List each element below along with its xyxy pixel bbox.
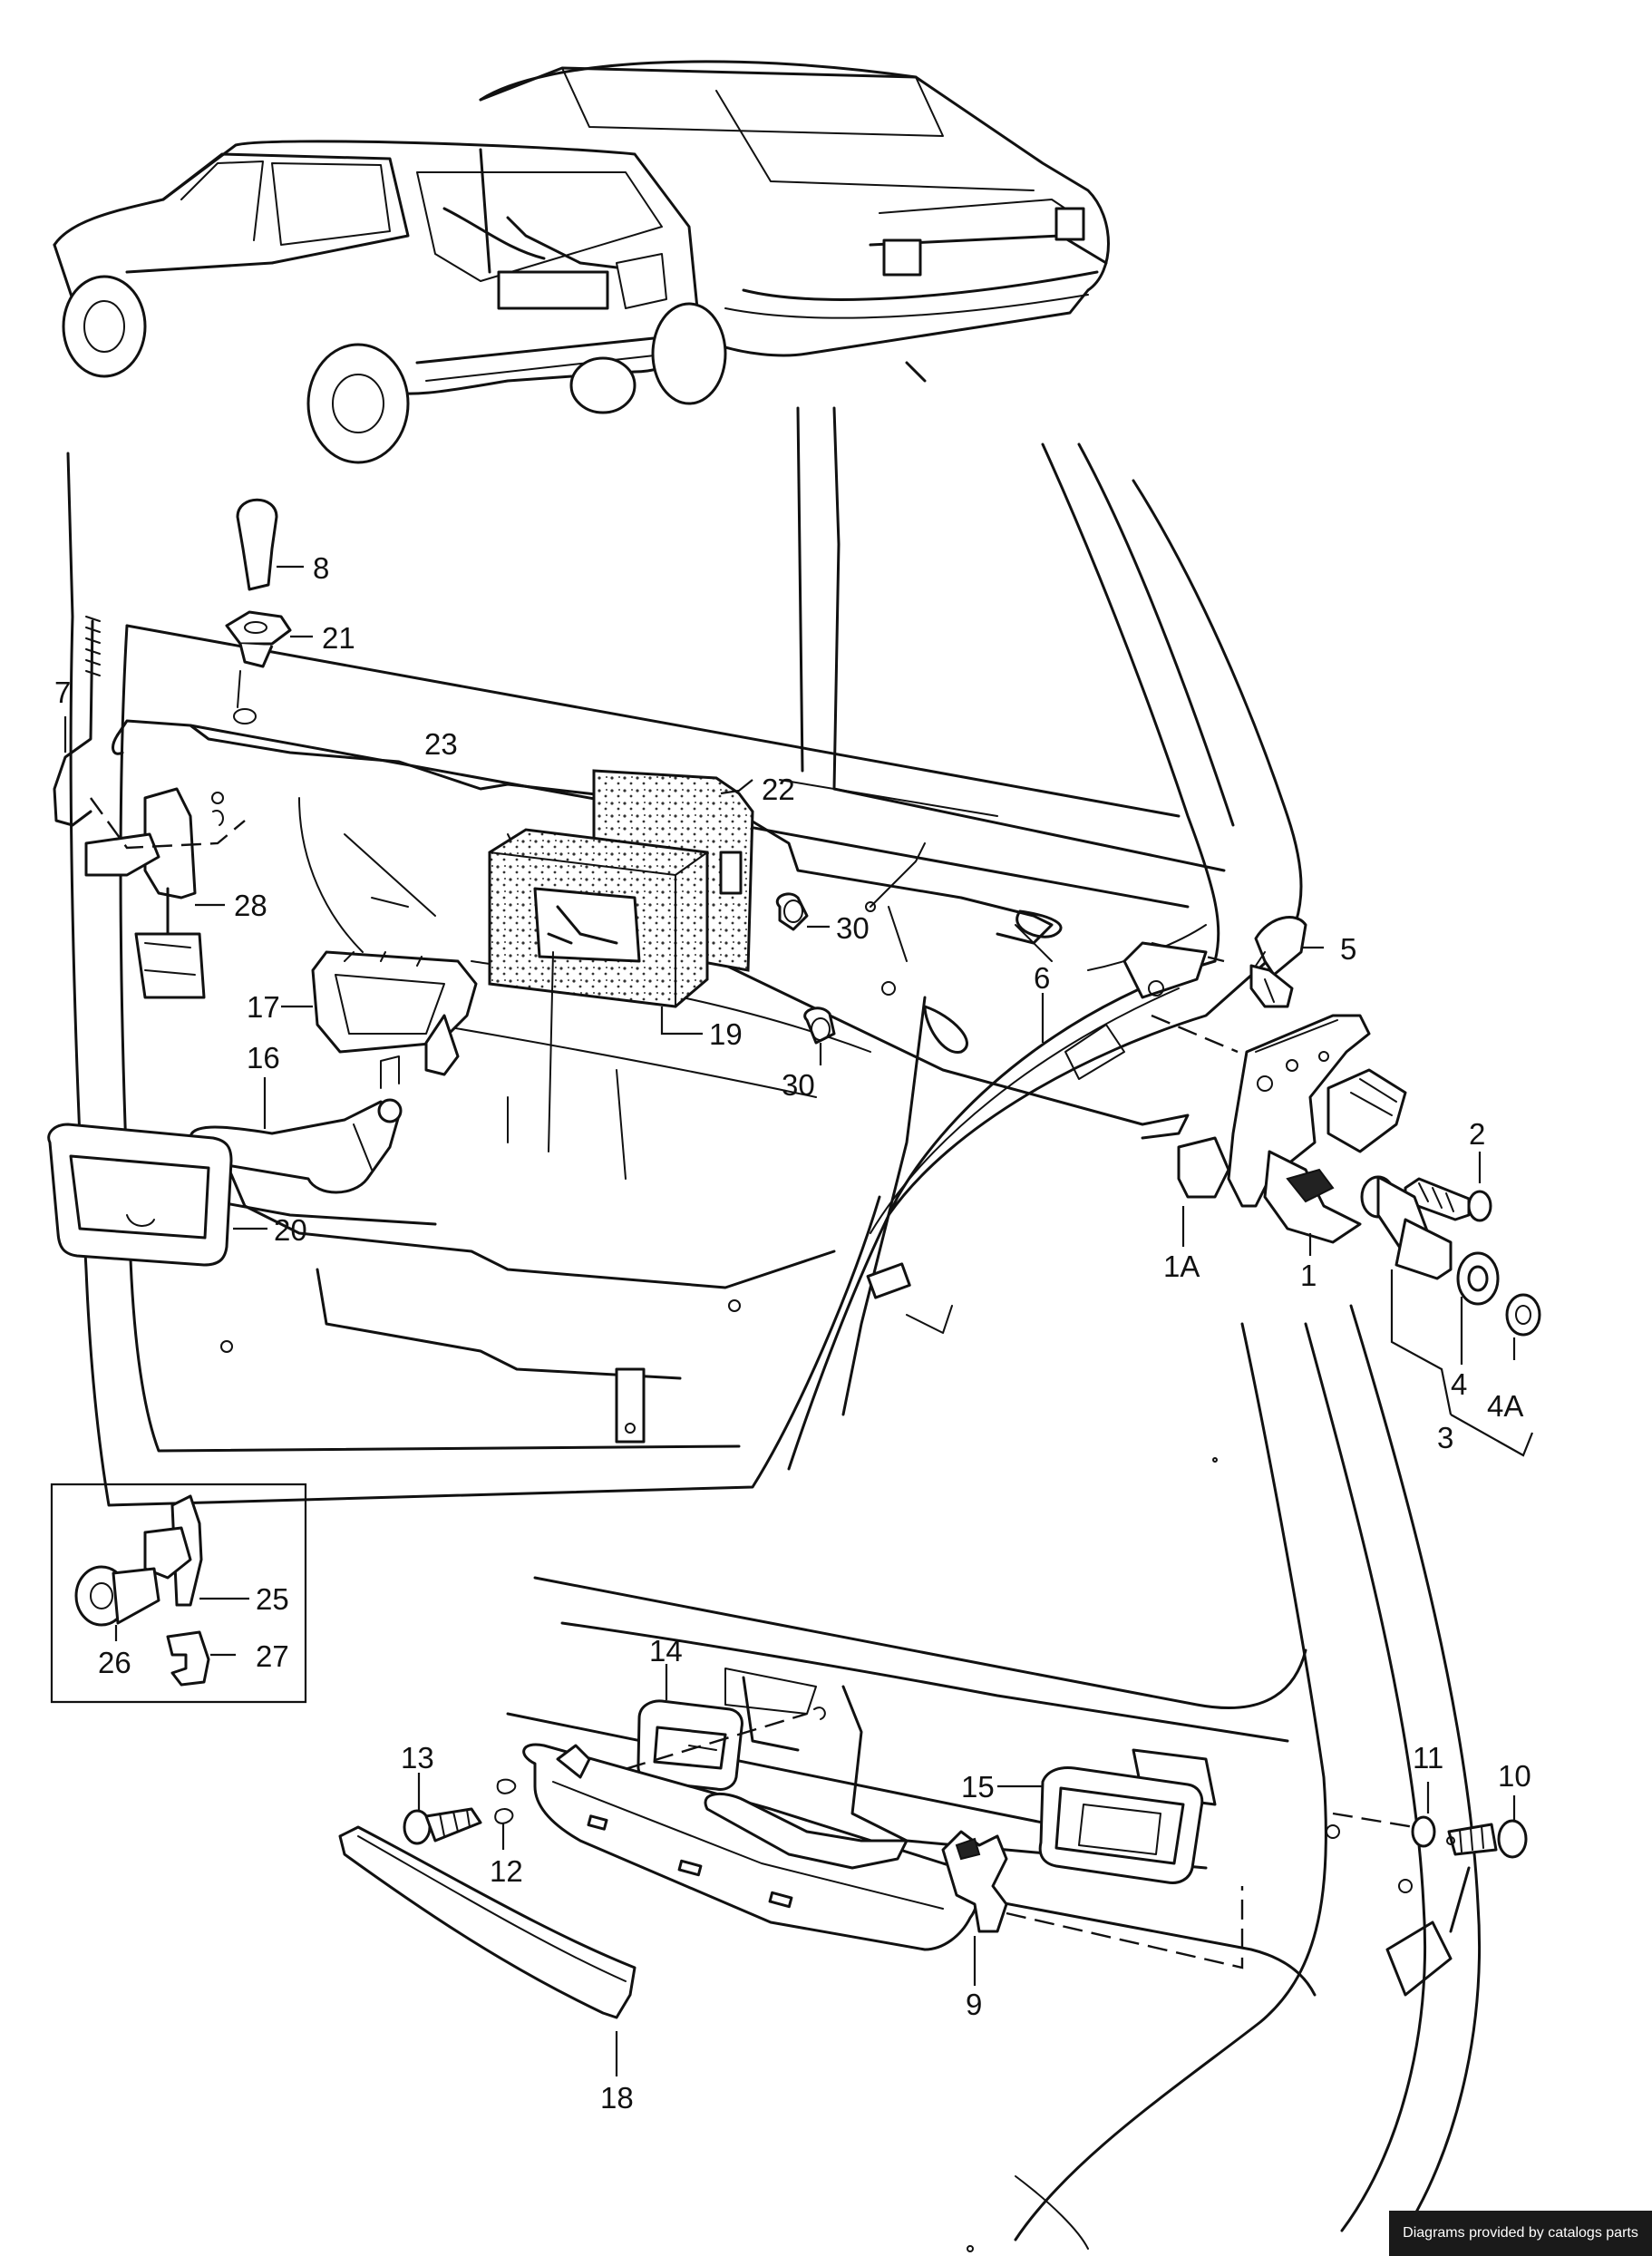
callout-18: 18 — [600, 2081, 634, 2115]
callout-21: 21 — [322, 621, 355, 655]
callout-1A: 1A — [1163, 1250, 1200, 1283]
part-30-clip-lower — [803, 1006, 836, 1065]
callout-16: 16 — [247, 1041, 280, 1075]
callout-10: 10 — [1498, 1759, 1531, 1793]
outer-door-panel — [506, 1304, 1482, 2252]
callout-28: 28 — [234, 889, 267, 922]
part-11-washer — [1332, 1782, 1436, 1848]
callout-9: 9 — [966, 1988, 982, 2021]
part-5-lock-bracket — [1122, 916, 1324, 1008]
part-4-striker-bolt — [1360, 1175, 1541, 1457]
callout-3: 3 — [1437, 1421, 1453, 1454]
callout-25: 25 — [256, 1582, 289, 1616]
callout-17: 17 — [247, 990, 280, 1024]
callout-30-lower: 30 — [782, 1068, 815, 1102]
callout-23: 23 — [424, 727, 458, 761]
rear-door-shell — [66, 406, 1303, 1507]
callout-11: 11 — [1413, 1741, 1443, 1775]
part-10-bolt — [1446, 1795, 1528, 1859]
callout-4: 4 — [1451, 1367, 1467, 1401]
callout-14: 14 — [649, 1634, 683, 1668]
credit-banner: Diagrams provided by catalogs parts — [1389, 2211, 1652, 2256]
callout-15: 15 — [961, 1770, 995, 1804]
car-illustration — [53, 60, 1110, 464]
part-14-handle-seal — [598, 1664, 826, 1791]
callout-6: 6 — [1034, 961, 1050, 995]
part-21-grommet — [225, 610, 313, 724]
callout-2: 2 — [1469, 1117, 1485, 1151]
callout-8: 8 — [313, 551, 329, 585]
part-12-washer — [494, 1778, 517, 1850]
callout-12: 12 — [490, 1854, 523, 1888]
part-9-outer-door-handle — [522, 1743, 1244, 1986]
callout-1: 1 — [1300, 1259, 1317, 1292]
callout-5: 5 — [1340, 932, 1356, 966]
part-30-clip-upper — [776, 892, 830, 931]
part-8-lock-knob — [236, 498, 304, 591]
callout-labels: 8 21 7 23 22 28 30 5 17 19 6 16 30 2 20 … — [54, 551, 1531, 2115]
part-6-rod-leads — [1041, 993, 1239, 1080]
callout-13: 13 — [401, 1741, 434, 1775]
part-15-outer-trim — [997, 1766, 1204, 1884]
part-1-door-lock — [1177, 1014, 1407, 1256]
callout-26: 26 — [98, 1646, 131, 1679]
callout-22: 22 — [762, 773, 795, 806]
callout-30-upper: 30 — [836, 911, 870, 945]
part-13-screw — [403, 1773, 482, 1845]
part-16-inner-door-handle — [189, 1055, 403, 1194]
callout-27: 27 — [256, 1639, 289, 1673]
part-28-lock-mechanism — [84, 787, 246, 999]
callout-7: 7 — [54, 676, 71, 709]
part-19-insulating-block — [488, 828, 709, 1152]
callout-4A: 4A — [1487, 1389, 1523, 1423]
part-17-inner-handle-housing — [281, 950, 478, 1076]
inset-detail-box — [50, 1483, 307, 1704]
callout-19: 19 — [709, 1017, 743, 1051]
part-20-handle-trim — [47, 1123, 267, 1267]
part-18-trim-strip — [338, 1825, 637, 2076]
callout-20: 20 — [274, 1213, 307, 1247]
